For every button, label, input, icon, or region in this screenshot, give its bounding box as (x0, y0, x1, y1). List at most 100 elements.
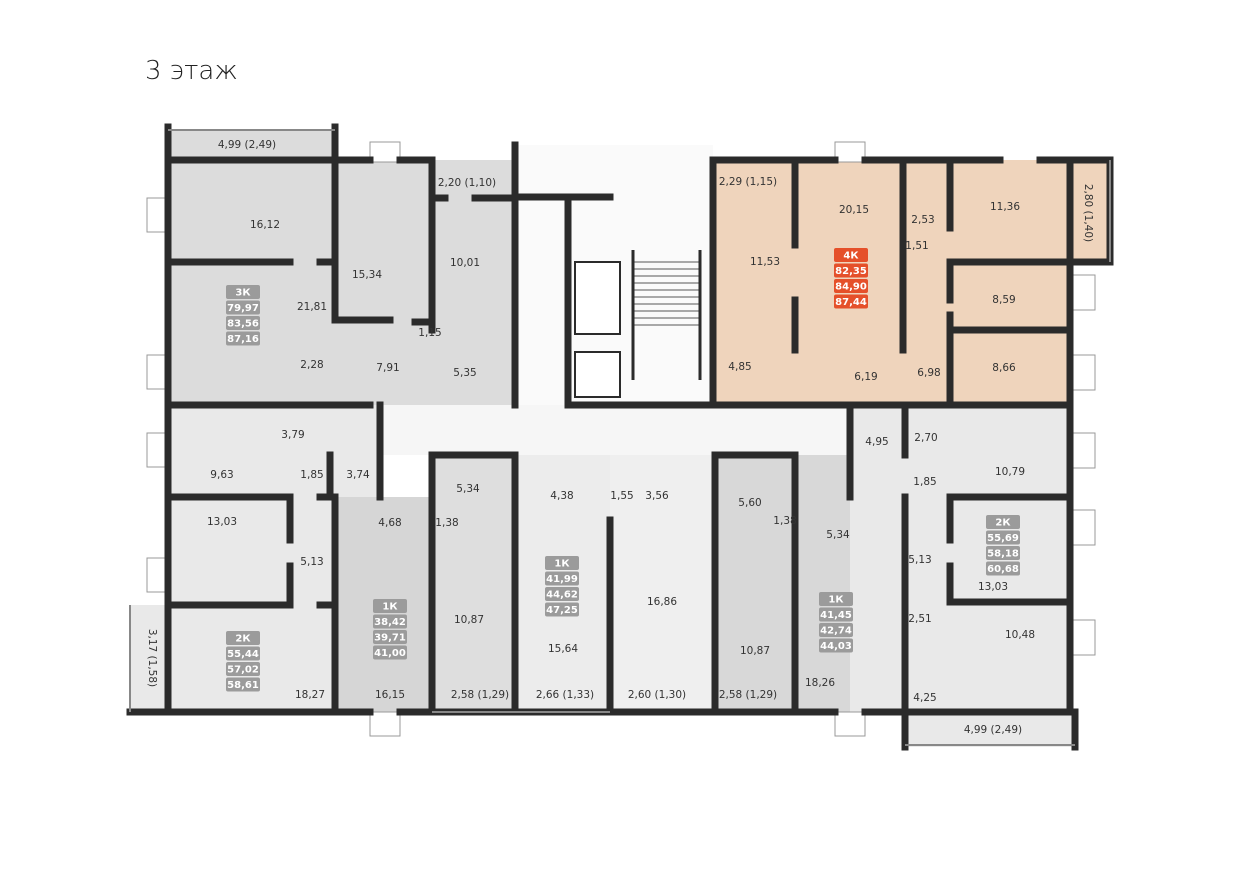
room-area-label: 6,19 (854, 371, 877, 383)
room-area-label: 7,91 (376, 362, 399, 374)
room-area-label: 8,59 (992, 294, 1015, 306)
type-bg (373, 599, 407, 613)
area-value: 47,25 (546, 605, 578, 616)
room-area-label: 5,34 (456, 483, 480, 495)
room-area-label: 1,38 (435, 517, 458, 529)
room-area-label: 11,53 (750, 256, 780, 268)
room-area-label: 1,85 (300, 469, 323, 481)
area-value: 87,16 (227, 334, 259, 345)
area-value-bg (373, 630, 407, 644)
room-area-label: 1,55 (610, 490, 633, 502)
area-value: 57,02 (227, 665, 259, 676)
area-value: 58,61 (227, 680, 259, 691)
area-value: 58,18 (987, 549, 1019, 560)
stairs-and-elevators (574, 250, 702, 398)
apartment-type: 2К (995, 518, 1011, 529)
room-area-label: 5,13 (908, 554, 931, 566)
type-bg (819, 592, 853, 606)
window (1069, 354, 1096, 391)
window (1069, 432, 1096, 469)
room-area-label: 10,48 (1005, 629, 1035, 641)
apartment-badge[interactable]: 2К 55,44 57,02 58,61 (226, 631, 260, 692)
type-bg (545, 556, 579, 570)
area-value-bg (819, 607, 853, 622)
apartment-type: 3К (235, 288, 251, 299)
apartment-center[interactable] (610, 455, 715, 712)
area-value-bg (226, 677, 260, 692)
apartment-fills (130, 130, 1110, 747)
area-value-bg (226, 331, 260, 346)
room-area-label: 4,99 (2,49) (218, 139, 276, 151)
area-value: 84,90 (835, 282, 867, 293)
apartment-badge[interactable]: 1К 41,45 42,74 44,03 (819, 592, 853, 653)
room-area-label: 3,79 (281, 429, 304, 441)
apartment-type: 1К (828, 595, 844, 606)
room-area-label: 10,01 (450, 257, 480, 269)
room-area-label: 4,68 (378, 517, 401, 529)
area-value: 44,62 (546, 590, 578, 601)
area-value: 42,74 (820, 626, 852, 637)
room-area-label: 18,27 (295, 689, 325, 701)
room-area-label: 2,60 (1,30) (628, 689, 686, 701)
room-area-label: 2,20 (1,10) (438, 177, 496, 189)
room-area-label: 5,13 (300, 556, 323, 568)
area-value-bg (226, 662, 260, 676)
apartment-type: 1К (554, 559, 570, 570)
elevator-2 (574, 351, 621, 398)
room-area-label: 4,99 (2,49) (964, 724, 1022, 736)
apartment-2k-right[interactable] (850, 405, 1075, 747)
area-value-bg (226, 646, 260, 661)
area-value-bg (373, 645, 407, 660)
area-value: 60,68 (987, 564, 1019, 575)
room-area-label: 10,87 (454, 614, 484, 626)
apartment-3k[interactable] (168, 130, 515, 405)
room-area-label: 2,29 (1,15) (719, 176, 777, 188)
area-value-bg (819, 638, 853, 653)
apartment-type: 2К (235, 634, 251, 645)
room-area-label: 1,51 (905, 240, 928, 252)
type-bg (226, 631, 260, 645)
room-area-label: 2,51 (908, 613, 931, 625)
area-value: 41,00 (374, 648, 406, 659)
type-bg (834, 248, 868, 262)
room-area-label: 21,81 (297, 301, 327, 313)
room-area-label: 6,98 (917, 367, 940, 379)
window (1069, 509, 1096, 546)
area-value-bg (819, 623, 853, 637)
room-area-label: 4,25 (913, 692, 936, 704)
room-area-label: 1,15 (418, 327, 441, 339)
elevator-1 (574, 261, 621, 335)
area-value-bg (545, 602, 579, 617)
area-value-bg (545, 587, 579, 601)
room-area-label: 2,80 (1,40) (1082, 184, 1094, 242)
room-area-label: 5,34 (826, 529, 850, 541)
area-value: 55,44 (227, 649, 259, 660)
area-value: 44,03 (820, 641, 852, 652)
windows (146, 141, 1096, 737)
area-value: 82,35 (835, 266, 867, 277)
apartment-4k[interactable] (713, 160, 1110, 405)
area-value-bg (226, 316, 260, 330)
area-value-bg (986, 530, 1020, 545)
room-area-label: 1,38 (773, 515, 796, 527)
room-area-label: 2,70 (914, 432, 937, 444)
area-value: 83,56 (227, 319, 259, 330)
apartment-badges: 3К79,9783,5687,164К82,3584,9087,442К55,4… (226, 248, 1020, 692)
room-area-label: 16,86 (647, 596, 677, 608)
apartment-1k-38[interactable] (335, 455, 515, 712)
window (834, 141, 866, 163)
floor-title: 3 этаж (145, 56, 238, 86)
room-area-label: 5,35 (453, 367, 476, 379)
area-value: 41,45 (820, 610, 852, 621)
area-value-bg (834, 294, 868, 309)
room-area-label: 11,36 (990, 201, 1020, 213)
room-area-label: 2,28 (300, 359, 323, 371)
area-value-bg (834, 279, 868, 293)
area-value-bg (986, 546, 1020, 560)
